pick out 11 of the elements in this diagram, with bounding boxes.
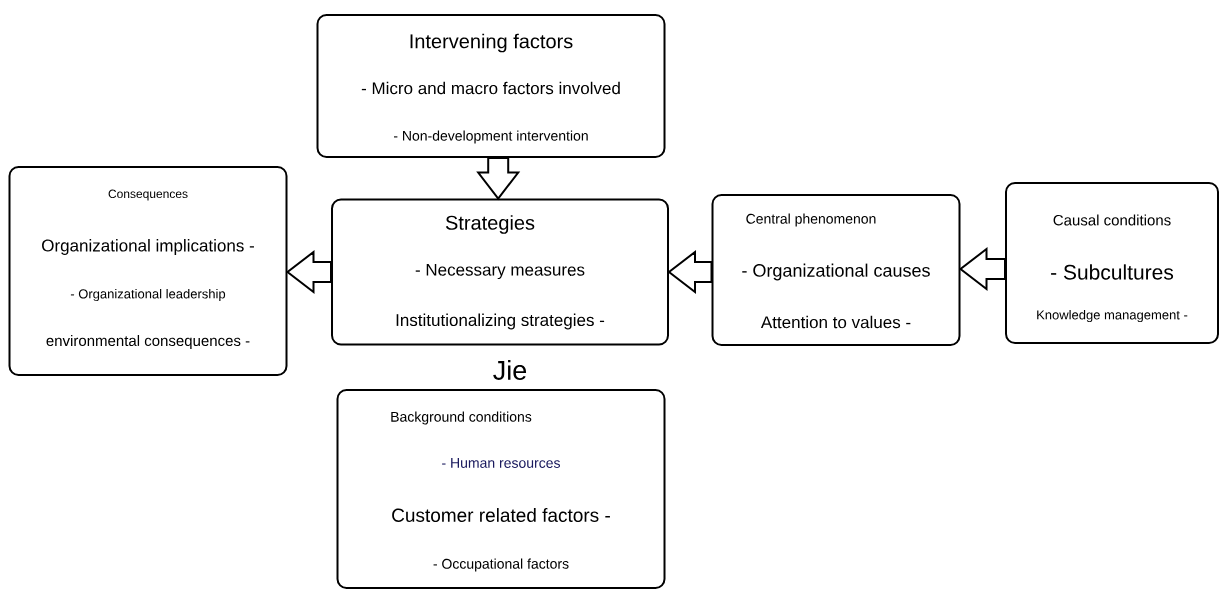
factor-box: Consequences Organizational implications - - Organizational leadership environmental consequences -	[8, 166, 288, 376]
block-arrow	[476, 157, 521, 201]
block-arrow	[667, 249, 713, 295]
block-arrow	[958, 246, 1006, 292]
factor-box: Causal conditions - Subcultures Knowledge management -	[1005, 182, 1219, 344]
factor-box: Background conditions - Human resources Customer related factors - - Occupational factors	[336, 389, 666, 589]
factor-box: Central phenomenon - Organizational causes Attention to values -	[711, 194, 961, 346]
factor-box: Strategies - Necessary measures Institutionalizing strategies -	[331, 198, 669, 346]
heading: Jie	[493, 360, 527, 380]
factor-box: Intervening factors - Micro and macro factors involved - Non-development intervention	[316, 14, 666, 158]
block-arrow	[285, 249, 332, 295]
